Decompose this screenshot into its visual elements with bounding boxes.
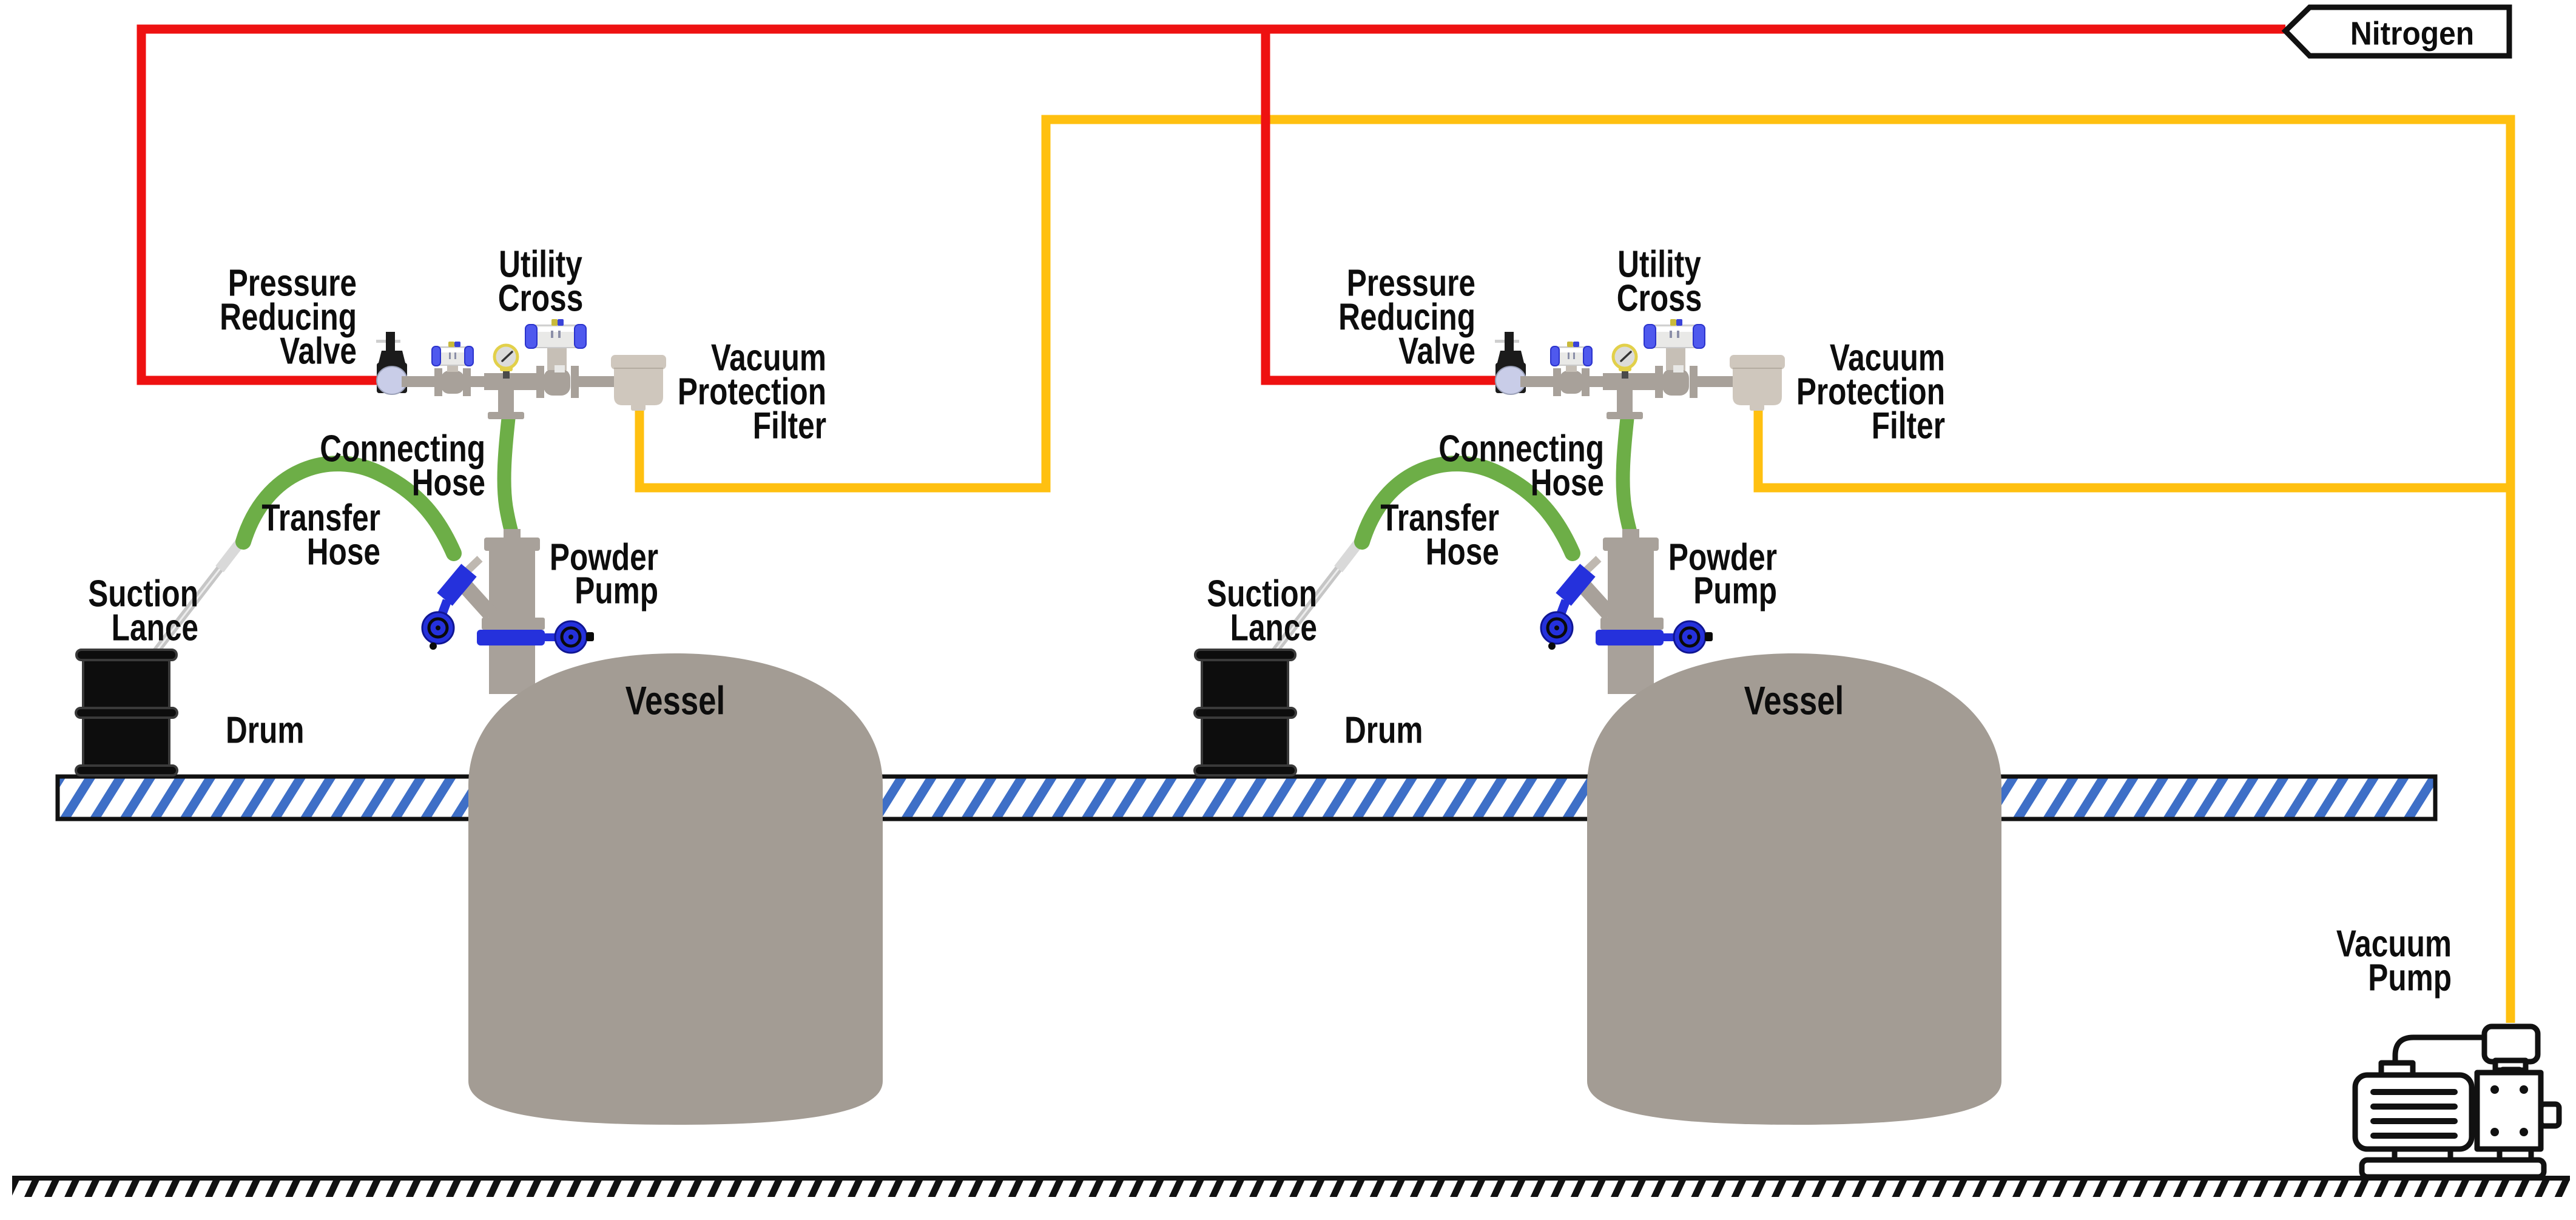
- hose-clamp-valve: [1540, 564, 1596, 650]
- nitrogen-line: [137, 24, 2285, 385]
- drum: [75, 649, 178, 777]
- transfer-hose-label: Hose: [1426, 530, 1499, 573]
- pump-head: [2474, 1070, 2544, 1152]
- drum-label: Drum: [226, 709, 304, 751]
- pressure-gauge: [493, 343, 519, 379]
- ground: [12, 1176, 2570, 1197]
- vacuum-protection-filter-label: Protection: [1796, 370, 1945, 413]
- utility-cross-valve: [1644, 319, 1705, 398]
- connecting-hose-label: Connecting: [320, 427, 485, 470]
- vessel-label: Vessel: [625, 678, 725, 723]
- mezzanine-platform: [55, 774, 2438, 821]
- utility-cross-tee: [488, 390, 524, 419]
- hose-clamp-valve: [421, 564, 477, 650]
- powder-pump-label: Powder: [550, 536, 658, 578]
- pump-inlet-collar: [1622, 529, 1639, 540]
- connecting-hose: [497, 411, 521, 550]
- gauge-needle: [501, 351, 513, 362]
- vacuum-pump-label-group: Vacuum Pump: [2336, 922, 2452, 999]
- utility-manifold: [376, 319, 666, 419]
- vacuum-protection-filter-label: Protection: [678, 370, 826, 413]
- vacuum-protection-filter: [611, 355, 666, 411]
- powder-pump-label: Pump: [1693, 569, 1777, 612]
- pressure-reducing-valve-label: Pressure: [1347, 261, 1475, 304]
- pump-elbow-pipe: [2392, 1034, 2486, 1073]
- vacuum-pump-icon: [2352, 1023, 2562, 1180]
- vacuum-protection-filter-label: Vacuum: [711, 336, 826, 379]
- ball-valve-small: [1550, 342, 1593, 396]
- suction-lance-label: Lance: [1230, 606, 1317, 649]
- pressure-reducing-valve-label: Valve: [280, 329, 357, 372]
- pressure-reducing-valve-label: Pressure: [228, 261, 357, 304]
- motor-fins: [2370, 1089, 2458, 1139]
- connecting-hose-label: Connecting: [1438, 427, 1604, 470]
- vacuum-protection-filter-label: Vacuum: [1830, 336, 1945, 379]
- valve-indicator-yellow: [448, 342, 454, 347]
- vacuum-pump-label: Vacuum: [2336, 922, 2452, 965]
- gauge-needle: [1620, 351, 1632, 362]
- pressure-reducing-valve: [376, 332, 408, 395]
- pressure-reducing-valve-label: Reducing: [220, 295, 357, 338]
- butterfly-valve: [477, 618, 594, 654]
- ground-line: [12, 1176, 2570, 1181]
- transfer-hose: [235, 456, 462, 561]
- connecting-hose-label: Hose: [1531, 461, 1604, 504]
- vessel: [1587, 653, 2001, 1125]
- pump-head-bolts: [2490, 1085, 2528, 1136]
- units-layer: Pressure Reducing Valve Utility Cross Va…: [75, 243, 2001, 1125]
- pressure-reducing-valve-label: Valve: [1398, 329, 1475, 372]
- powder-pump-label: Pump: [575, 569, 658, 612]
- utility-manifold: [1495, 319, 1785, 419]
- suction-lance-label: Lance: [112, 606, 198, 649]
- pressure-gauge: [1611, 343, 1638, 379]
- butterfly-valve: [1596, 618, 1713, 654]
- unit-2: Pressure Reducing Valve Utility Cross Va…: [1193, 243, 2001, 1125]
- vacuum-protection-filter-label: Filter: [1872, 404, 1945, 447]
- utility-cross-valve: [525, 319, 587, 398]
- unit-label-group: Pressure Reducing Valve Utility Cross Va…: [1207, 243, 1945, 751]
- connecting-hose-label: Hose: [412, 461, 485, 504]
- suction-lance-label: Suction: [1207, 572, 1317, 615]
- pump-top-flange: [484, 538, 540, 551]
- vessel-label: Vessel: [1744, 678, 1844, 723]
- utility-cross-label: Utility: [499, 243, 582, 285]
- ground-hatch: [12, 1181, 2570, 1197]
- utility-cross-label: Cross: [1617, 277, 1702, 319]
- powder-pump-label: Powder: [1668, 536, 1777, 578]
- nitrogen-source-flag: Nitrogen: [2281, 4, 2512, 59]
- vacuum-line: [635, 115, 2515, 1023]
- powder-pump: [421, 529, 594, 694]
- utility-cross-label: Utility: [1617, 243, 1701, 285]
- transfer-hose-label: Transfer: [1380, 496, 1499, 539]
- nitrogen-label: Nitrogen: [2350, 15, 2474, 52]
- ball-valve-small: [431, 342, 474, 396]
- transfer-hose: [1354, 456, 1580, 561]
- vacuum-protection-filter-label: Filter: [753, 404, 826, 447]
- connecting-hose: [1616, 411, 1640, 550]
- utility-cross-label: Cross: [498, 277, 584, 319]
- valve-indicator-blue: [454, 342, 460, 347]
- pump-inlet-collar: [504, 529, 521, 540]
- suction-lance-label: Suction: [88, 572, 198, 615]
- unit-1: Pressure Reducing Valve Utility Cross Va…: [75, 243, 883, 1125]
- transfer-hose-label: Transfer: [261, 496, 380, 539]
- drum-label: Drum: [1344, 709, 1423, 751]
- transfer-hose-label: Hose: [307, 530, 380, 573]
- powder-pump: [1540, 529, 1713, 694]
- pump-top-flange: [1603, 538, 1659, 551]
- pump-inlet-box: [2481, 1023, 2541, 1065]
- vessel: [468, 653, 883, 1125]
- valve-indicator-blue: [1573, 342, 1579, 347]
- vacuum-pump-label: Pump: [2368, 956, 2452, 999]
- drum: [1193, 649, 1297, 777]
- unit-label-group: Pressure Reducing Valve Utility Cross Va…: [88, 243, 826, 751]
- utility-cross-tee: [1607, 390, 1643, 419]
- pump-base: [2359, 1157, 2547, 1180]
- valve-indicator-yellow: [1567, 342, 1573, 347]
- vacuum-protection-filter: [1730, 355, 1785, 411]
- pressure-reducing-valve-label: Reducing: [1338, 295, 1475, 338]
- nitrogen-flag-shape: [2281, 4, 2512, 59]
